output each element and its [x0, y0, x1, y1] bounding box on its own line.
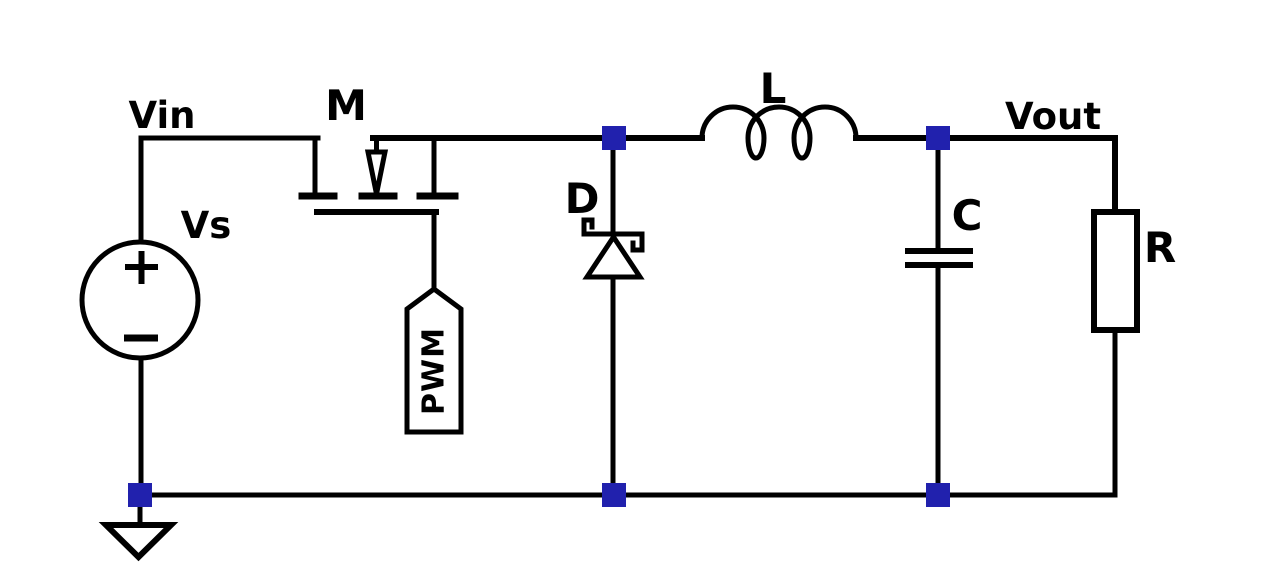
label-vout: Vout [1005, 95, 1101, 138]
labels: Vin Vs M PWM D L Vout C R [128, 64, 1176, 415]
plus-sign [125, 251, 158, 284]
mosfet [298, 135, 459, 293]
label-vs: Vs [181, 204, 232, 247]
junction-node-switch-diode [602, 126, 626, 150]
label-inductor: L [760, 64, 787, 113]
resistor [1091, 209, 1140, 333]
voltage-source [79, 239, 201, 361]
pwm-tag-shape [404, 285, 464, 435]
resistor-body [1091, 209, 1140, 333]
junction-node-output-cap [926, 126, 950, 150]
inductor [678, 104, 859, 161]
diode [581, 135, 645, 498]
junction-node-ground-cap [926, 483, 950, 507]
label-pwm: PWM [417, 327, 452, 415]
label-capacitor: C [952, 191, 983, 240]
inductor-coil [678, 104, 859, 161]
voltage-source-circle [79, 239, 201, 361]
junction-node-ground-diode [602, 483, 626, 507]
label-diode: D [565, 174, 600, 223]
label-resistor: R [1144, 223, 1176, 272]
junction-node-ground-source [128, 483, 152, 507]
wire-output-node [853, 135, 1118, 215]
mosfet-arrow-icon [364, 149, 389, 195]
capacitor [905, 135, 973, 498]
diode-cathode-hook-right [630, 231, 645, 253]
pwm-source [404, 285, 464, 435]
ground-triangle-icon [98, 522, 179, 562]
ground-symbol [98, 504, 179, 562]
label-vin: Vin [128, 94, 195, 137]
diode-cathode-hook-left [581, 217, 595, 237]
junction-nodes [128, 126, 950, 507]
label-mosfet: M [325, 81, 367, 130]
wire-vin [138, 135, 321, 245]
